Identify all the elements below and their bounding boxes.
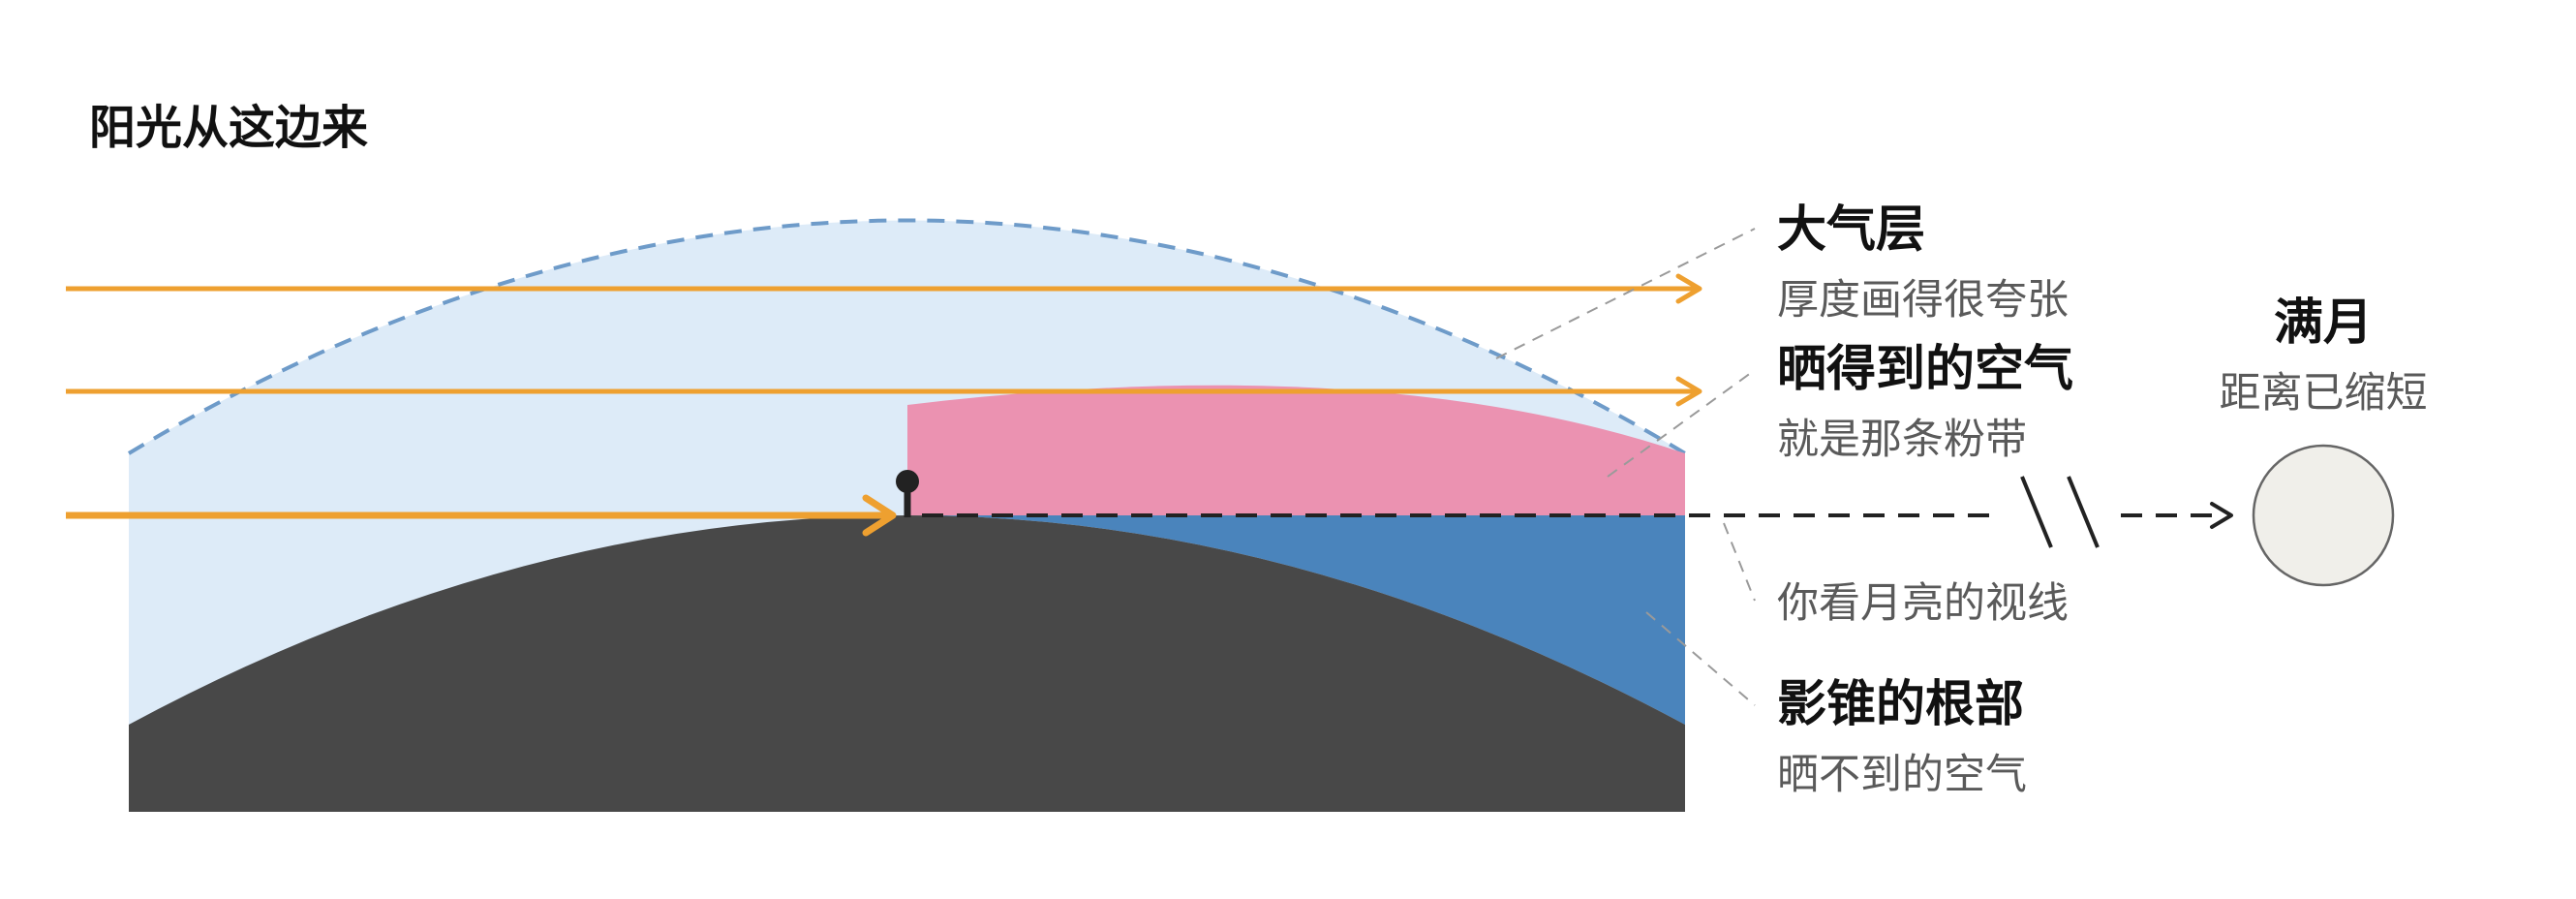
- umbra-base-label-note: 晒不到的空气: [1777, 751, 2027, 799]
- umbra-base-label-title: 影锥的根部: [1777, 676, 2024, 733]
- full-moon: [2252, 444, 2395, 587]
- sightline-arrowhead: [2210, 502, 2233, 529]
- atmosphere-edge-dashed: [127, 218, 1687, 455]
- sun-ray-middle-arrowhead: [1675, 376, 1702, 407]
- distance-break-mark-left: [2020, 476, 2053, 548]
- sun-ray-bottom-arrowhead: [862, 494, 897, 537]
- distance-break-mark-right: [2067, 476, 2100, 548]
- sightline-label-note: 你看月亮的视线: [1777, 579, 2069, 628]
- moon-label-note: 距离已缩短: [2220, 369, 2428, 418]
- earth-surface: [129, 515, 1685, 812]
- moon-label-title: 满月: [2274, 294, 2373, 352]
- sunlight-label: 阳光从这边来: [89, 101, 368, 155]
- sun-ray-top-arrowhead: [1675, 273, 1702, 304]
- sunlit-air-label-note: 就是那条粉带: [1777, 416, 2027, 464]
- umbra-base-region: [907, 515, 1685, 725]
- sunlit-air-label-title: 晒得到的空气: [1777, 341, 2073, 398]
- sunlit-air-band: [907, 385, 1685, 515]
- atmosphere-label-note: 厚度画得很夸张: [1777, 276, 2069, 325]
- leader-line-sightline: [1723, 522, 1756, 602]
- leader-line-atmosphere: [1495, 228, 1756, 359]
- leader-line-umbra-base: [1645, 611, 1756, 706]
- observer-pin-head: [896, 470, 919, 493]
- leader-line-sunlit-air: [1607, 369, 1756, 478]
- atmosphere-label-title: 大气层: [1777, 202, 1925, 259]
